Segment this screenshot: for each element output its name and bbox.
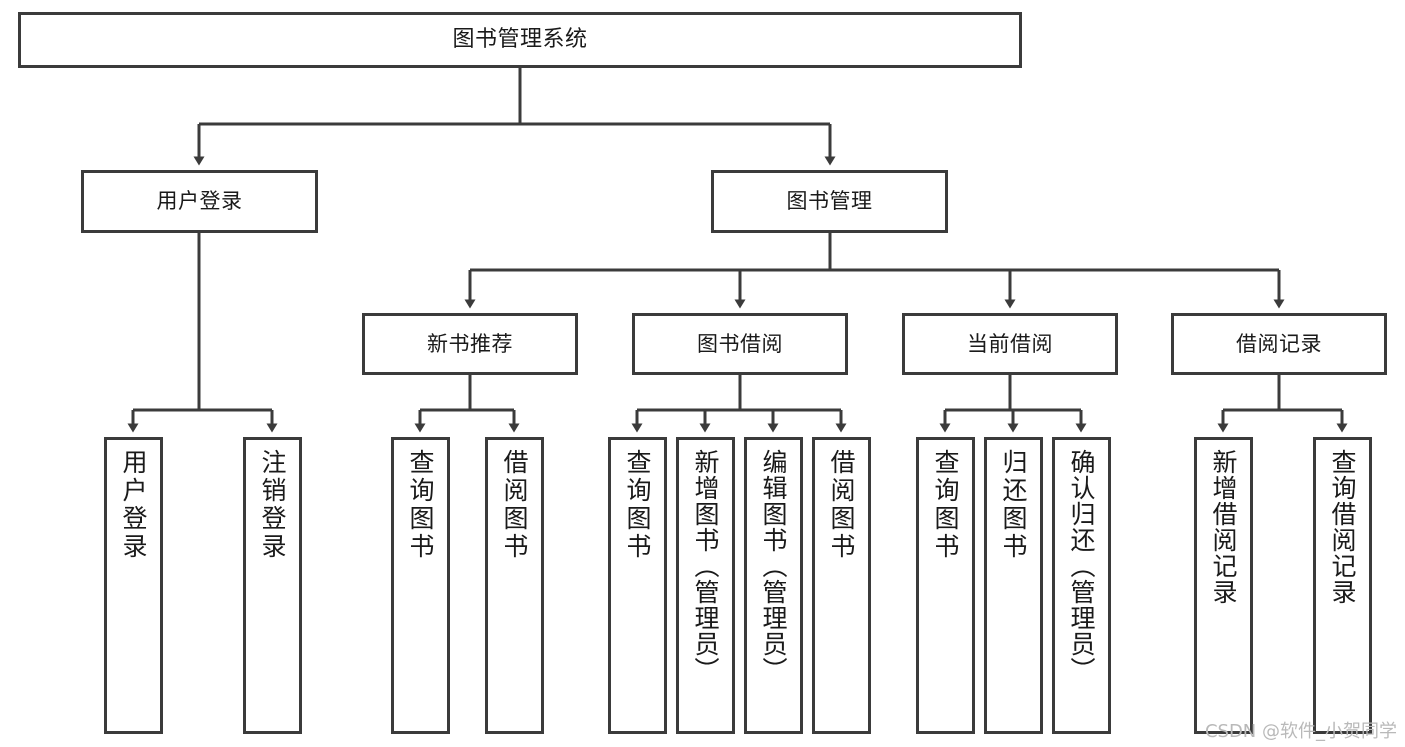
leaf-add-book[interactable]: 新增图书（管理员） xyxy=(676,437,735,734)
node-label: 用户登录 xyxy=(156,189,243,214)
node-label: 借阅记录 xyxy=(1236,331,1322,356)
leaf-query-book-1[interactable]: 查询图书 xyxy=(391,437,450,734)
leaf-borrow-book-1[interactable]: 借阅图书 xyxy=(485,437,544,734)
leaf-query-book-3[interactable]: 查询图书 xyxy=(916,437,975,734)
node-label: 归还图书 xyxy=(999,449,1028,561)
leaf-query-record[interactable]: 查询借阅记录 xyxy=(1313,437,1372,734)
node-label: 查询图书 xyxy=(931,449,960,561)
leaf-confirm-return[interactable]: 确认归还（管理员） xyxy=(1052,437,1111,734)
node-new-book-recommend[interactable]: 新书推荐 xyxy=(362,313,578,375)
node-label: 编辑图书（管理员） xyxy=(759,449,788,683)
node-label: 借阅图书 xyxy=(827,449,856,561)
node-label: 确认归还（管理员） xyxy=(1067,449,1096,683)
node-label: 查询图书 xyxy=(623,449,652,561)
node-label: 新书推荐 xyxy=(427,331,513,356)
leaf-logout-login[interactable]: 注销登录 xyxy=(243,437,302,734)
node-current-borrow[interactable]: 当前借阅 xyxy=(902,313,1118,375)
node-book-borrow[interactable]: 图书借阅 xyxy=(632,313,848,375)
node-label: 查询借阅记录 xyxy=(1328,449,1357,605)
leaf-user-login[interactable]: 用户登录 xyxy=(104,437,163,734)
node-label: 查询图书 xyxy=(406,449,435,561)
csdn-watermark: CSDN @软件_小贺同学 xyxy=(1204,721,1397,742)
node-label: 用户登录 xyxy=(119,449,148,561)
node-borrow-record[interactable]: 借阅记录 xyxy=(1171,313,1387,375)
node-book-management-system[interactable]: 图书管理系统 xyxy=(18,12,1022,68)
node-label: 新增借阅记录 xyxy=(1209,449,1238,605)
node-book-management[interactable]: 图书管理 xyxy=(711,170,948,233)
node-label: 借阅图书 xyxy=(500,449,529,561)
leaf-add-record[interactable]: 新增借阅记录 xyxy=(1194,437,1253,734)
node-label: 新增图书（管理员） xyxy=(691,449,720,683)
leaf-query-book-2[interactable]: 查询图书 xyxy=(608,437,667,734)
leaf-edit-book[interactable]: 编辑图书（管理员） xyxy=(744,437,803,734)
node-label: 图书借阅 xyxy=(697,331,783,356)
node-user-login[interactable]: 用户登录 xyxy=(81,170,318,233)
node-label: 注销登录 xyxy=(258,449,287,561)
node-label: 图书管理系统 xyxy=(452,27,588,53)
node-label: 当前借阅 xyxy=(967,331,1053,356)
leaf-return-book[interactable]: 归还图书 xyxy=(984,437,1043,734)
leaf-borrow-book-2[interactable]: 借阅图书 xyxy=(812,437,871,734)
node-label: 图书管理 xyxy=(786,189,873,214)
